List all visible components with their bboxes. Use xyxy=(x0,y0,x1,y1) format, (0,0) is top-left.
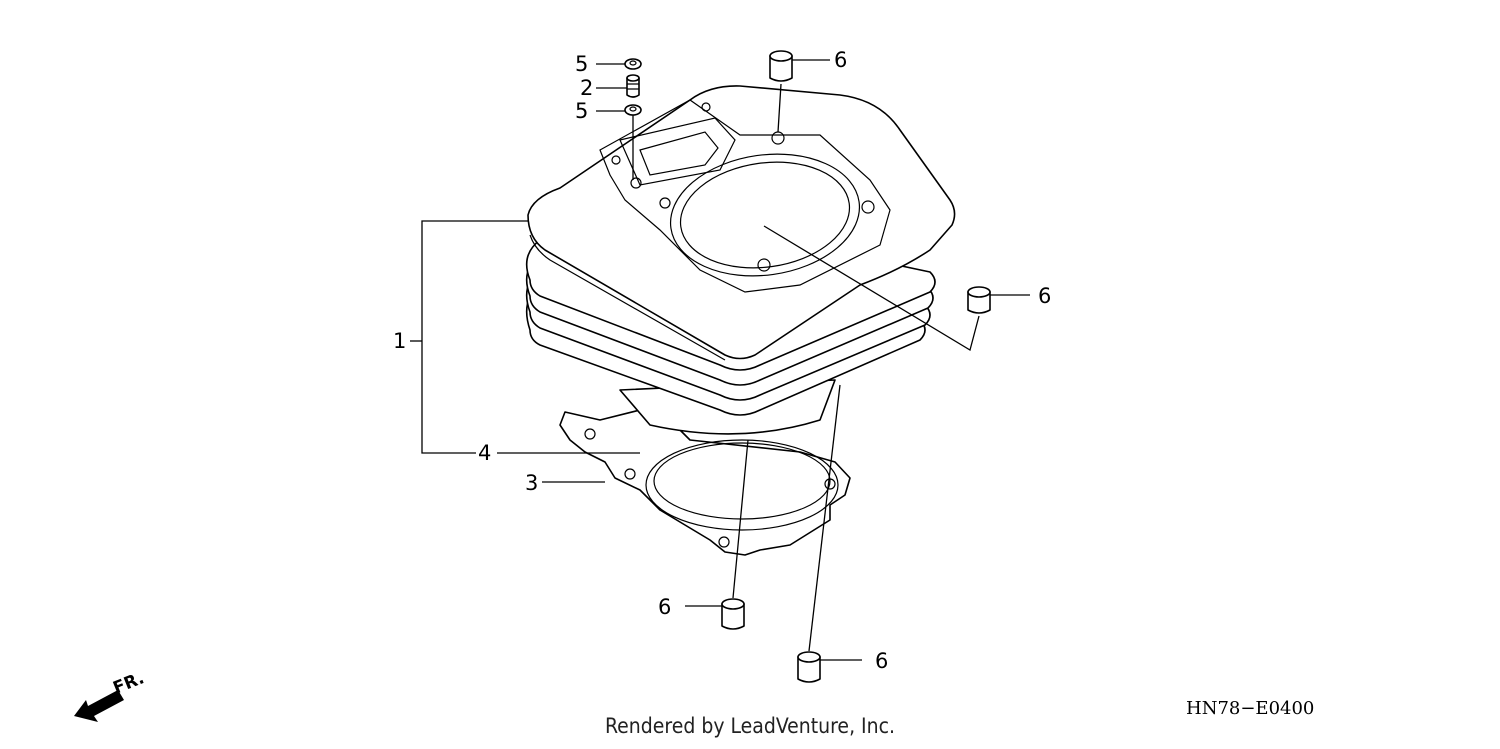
callout-6-bottom-right: 6 xyxy=(875,649,888,673)
dowel-pin-bottom-right[interactable] xyxy=(797,651,821,683)
dowel-pin-top[interactable] xyxy=(769,50,793,82)
bolt[interactable] xyxy=(626,74,640,98)
washer-top[interactable] xyxy=(624,58,642,70)
washer-bottom[interactable] xyxy=(624,104,642,116)
callout-6-bottom-left: 6 xyxy=(658,595,671,619)
callout-3: 3 xyxy=(525,471,538,495)
callout-6-right: 6 xyxy=(1038,284,1051,308)
leader-lines xyxy=(410,59,1030,661)
diagram-code: HN78−E0400 xyxy=(1186,698,1315,719)
callout-5-top: 5 xyxy=(575,52,588,76)
cylinder-base-gasket[interactable] xyxy=(559,409,851,556)
callout-6-top: 6 xyxy=(834,48,847,72)
dowel-pin-right[interactable] xyxy=(967,286,991,314)
cylinder-body[interactable] xyxy=(525,85,956,435)
dowel-pin-bottom-left[interactable] xyxy=(721,598,745,630)
callout-2: 2 xyxy=(580,76,593,100)
callout-5-bottom: 5 xyxy=(575,99,588,123)
callout-4: 4 xyxy=(478,441,491,465)
front-direction-label: FR. xyxy=(110,668,147,698)
callout-1: 1 xyxy=(393,329,406,353)
footer-credit: Rendered by LeadVenture, Inc. xyxy=(605,714,895,738)
